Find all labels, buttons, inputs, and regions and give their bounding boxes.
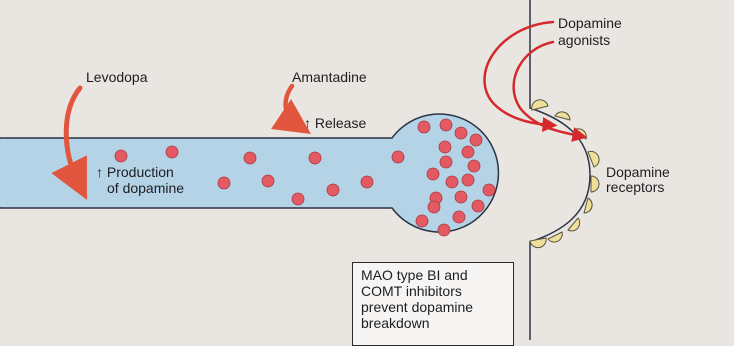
vesicle xyxy=(392,151,404,163)
inhibitors-note-line: breakdown xyxy=(361,315,507,331)
amantadine-arrow-icon xyxy=(286,86,296,124)
receptor xyxy=(568,218,580,231)
levodopa-label: Levodopa xyxy=(86,69,148,85)
vesicle xyxy=(166,146,178,158)
postsynaptic-membrane xyxy=(530,0,590,340)
release-label: ↑ Release xyxy=(304,115,366,131)
vesicle xyxy=(262,175,274,187)
vesicle xyxy=(438,224,450,236)
production-label-line1: ↑ Production xyxy=(96,164,174,180)
production-label-line2: of dopamine xyxy=(107,180,184,196)
vesicle xyxy=(453,211,465,223)
vesicle xyxy=(361,176,373,188)
receptor xyxy=(591,176,599,192)
agonists-label-line2: agonists xyxy=(558,32,610,48)
vesicle xyxy=(483,184,495,196)
receptors-label-line2: receptors xyxy=(606,179,664,195)
vesicle xyxy=(455,191,467,203)
vesicle xyxy=(439,141,451,153)
receptor xyxy=(555,112,570,120)
amantadine-label: Amantadine xyxy=(292,69,367,85)
vesicle xyxy=(244,152,256,164)
inhibitors-note-line: prevent dopamine xyxy=(361,299,507,315)
vesicle xyxy=(440,156,452,168)
vesicle xyxy=(468,160,480,172)
receptors-label-line1: Dopamine xyxy=(606,164,670,180)
vesicle xyxy=(462,174,474,186)
inhibitors-note-line: MAO type BI and xyxy=(361,267,507,283)
vesicle xyxy=(470,134,482,146)
receptor xyxy=(530,238,546,248)
receptor xyxy=(532,100,548,110)
vesicle xyxy=(292,193,304,205)
receptor xyxy=(574,129,586,139)
vesicle xyxy=(416,215,428,227)
vesicle xyxy=(327,184,339,196)
vesicle xyxy=(446,176,458,188)
inhibitors-note-line: COMT inhibitors xyxy=(361,283,507,299)
vesicle xyxy=(472,200,484,212)
inhibitors-note-box: MAO type BI and COMT inhibitors prevent … xyxy=(352,262,514,346)
vesicle xyxy=(218,177,230,189)
vesicle xyxy=(462,146,474,158)
vesicle xyxy=(440,119,452,131)
agonists-label-line1: Dopamine xyxy=(558,15,622,31)
vesicle xyxy=(427,168,439,180)
vesicle xyxy=(115,150,127,162)
vesicle xyxy=(455,127,467,139)
vesicle xyxy=(418,121,430,133)
agonist-arrow-outer-icon xyxy=(485,22,553,125)
vesicle xyxy=(309,152,321,164)
vesicle xyxy=(428,201,440,213)
